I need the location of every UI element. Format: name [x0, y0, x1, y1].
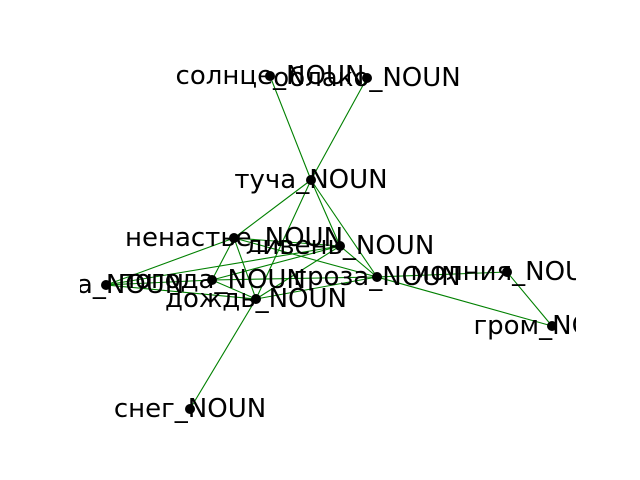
node-badweather — [229, 233, 239, 243]
edge-badweather-rain — [233, 237, 257, 300]
edge-rain-snow — [189, 298, 257, 410]
edge-downpour-weather — [211, 245, 341, 281]
node-rain — [251, 294, 261, 304]
node-downpour — [335, 241, 345, 251]
edge-storm-weather — [211, 276, 378, 281]
node-left — [101, 280, 111, 290]
edge-raincloud-badweather — [233, 179, 312, 239]
edge-cloud-raincloud — [310, 77, 368, 181]
node-sun — [265, 71, 275, 81]
node-snow — [185, 404, 195, 414]
node-label-raincloud: туча_NOUN — [234, 165, 387, 195]
node-label-downpour: ливень_NOUN — [246, 231, 435, 261]
nodes-layer — [101, 71, 557, 414]
node-cloud — [362, 73, 372, 83]
node-label-sun: солнце_NOUN — [176, 61, 365, 91]
edge-storm-thunder — [376, 276, 553, 327]
edge-raincloud-downpour — [310, 179, 341, 247]
edge-weather-rain — [211, 279, 257, 300]
node-label-cloud: облако_NOUN — [273, 63, 461, 93]
edge-storm-lightning — [376, 271, 508, 278]
node-weather — [207, 275, 217, 285]
edge-downpour-left — [105, 245, 341, 286]
edge-badweather-left — [105, 237, 235, 286]
node-label-left: вода_NOUN — [28, 270, 185, 300]
edge-badweather-storm — [233, 237, 378, 278]
node-thunder — [547, 321, 557, 331]
edge-lightning-thunder — [506, 271, 553, 327]
edge-downpour-rain — [255, 245, 341, 300]
edge-weather-left — [105, 279, 213, 286]
node-label-lightning: молния_NOUN — [410, 257, 603, 287]
node-storm — [372, 272, 382, 282]
node-lightning — [502, 267, 512, 277]
edge-rain-left — [105, 284, 257, 300]
node-label-rain: дождь_NOUN — [165, 284, 347, 314]
node-label-weather: погода_NOUN — [118, 265, 306, 295]
edge-storm-rain — [255, 276, 378, 300]
edge-sun-raincloud — [269, 75, 312, 181]
node-label-snow: снег_NOUN — [114, 394, 266, 424]
edge-raincloud-storm — [310, 179, 378, 278]
edge-badweather-weather — [211, 237, 235, 281]
edge-badweather-downpour — [233, 237, 341, 247]
edges-layer — [105, 75, 553, 410]
node-label-thunder: гром_NOUN — [473, 311, 630, 341]
edge-downpour-storm — [339, 245, 378, 278]
node-label-badweather: ненастье_NOUN — [125, 223, 343, 253]
node-raincloud — [306, 175, 316, 185]
node-label-storm: гроза_NOUN — [293, 262, 460, 292]
